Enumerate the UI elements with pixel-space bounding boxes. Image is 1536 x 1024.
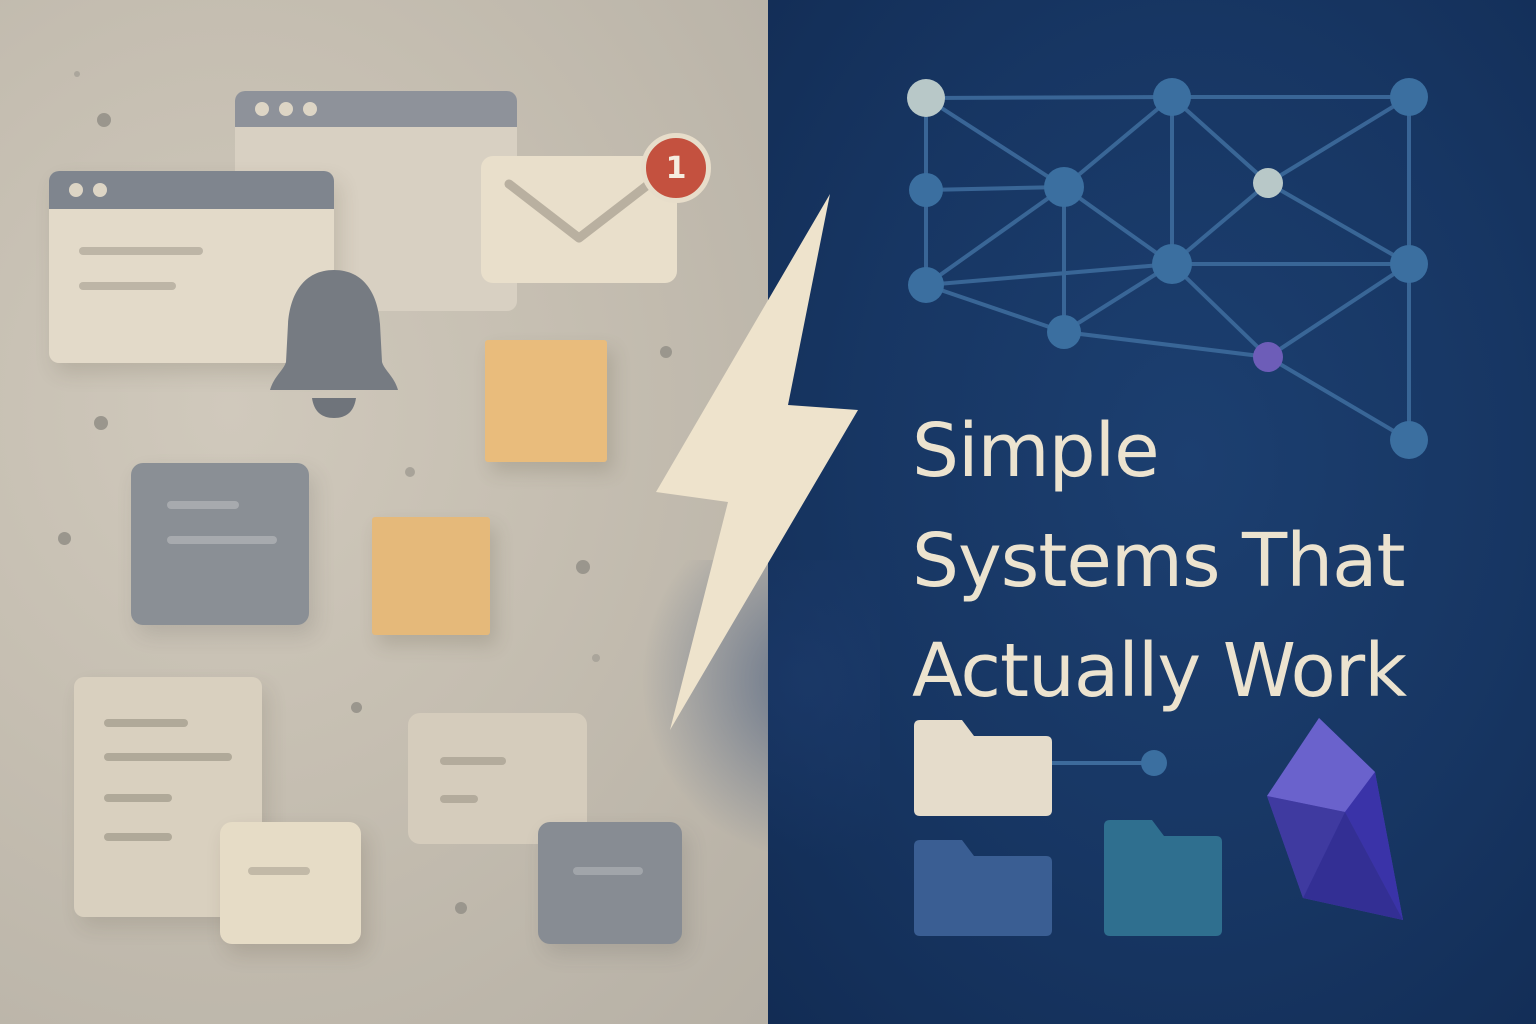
window-dot (93, 183, 107, 197)
headline-line-3: Actually Work (912, 628, 1407, 714)
sticky-note-icon (372, 517, 490, 635)
speck (58, 532, 71, 545)
folder-icon (914, 720, 1052, 816)
folder-icon (914, 840, 1052, 936)
speck (660, 346, 672, 358)
text-line (440, 757, 506, 765)
text-line (167, 536, 277, 544)
text-line (573, 867, 643, 875)
speck (351, 702, 362, 713)
text-line (79, 282, 176, 290)
window-dot (303, 102, 317, 116)
text-line (79, 247, 203, 255)
chaos-panel: 1 (0, 0, 768, 1024)
text-line (104, 833, 172, 841)
network-graph-icon (907, 78, 1428, 459)
card-icon (131, 463, 309, 625)
window-dot (69, 183, 83, 197)
lightning-bolt-icon (656, 194, 858, 730)
speck (74, 71, 80, 77)
speck (405, 467, 415, 477)
window-titlebar (235, 91, 517, 127)
order-panel (768, 0, 1536, 1024)
sticky-note-icon (485, 340, 607, 462)
speck (94, 416, 108, 430)
headline-line-1: Simple (912, 408, 1160, 494)
window-dot (255, 102, 269, 116)
window-titlebar (49, 171, 334, 209)
notification-badge: 1 (641, 133, 711, 203)
folder-icon (1104, 820, 1222, 936)
text-line (104, 719, 188, 727)
window-dot (279, 102, 293, 116)
headline: Simple Systems That Actually Work (912, 396, 1512, 726)
browser-window-front (49, 171, 334, 363)
speck (455, 902, 467, 914)
card-icon (220, 822, 361, 944)
text-line (104, 753, 232, 761)
text-line (167, 501, 239, 509)
folder-tree (914, 720, 1222, 936)
speck (97, 113, 111, 127)
text-line (104, 794, 172, 802)
speck (592, 654, 600, 662)
text-line (440, 795, 478, 803)
envelope-flap (504, 179, 654, 243)
speck (576, 560, 590, 574)
bell-icon (270, 270, 398, 418)
text-line (248, 867, 310, 875)
headline-line-2: Systems That (912, 518, 1406, 604)
crystal-icon (1267, 718, 1403, 920)
